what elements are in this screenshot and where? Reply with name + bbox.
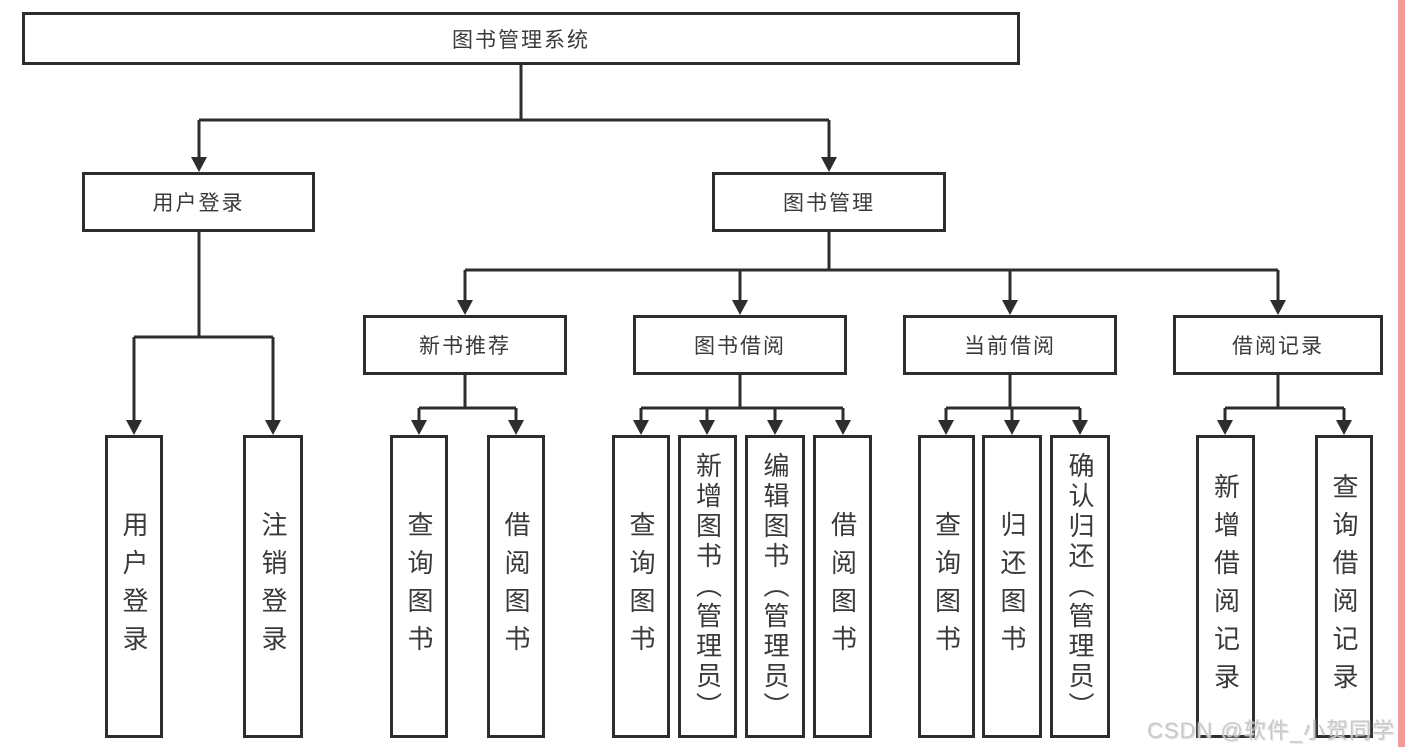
leaf-label: 借阅图书: [827, 510, 858, 663]
arrowhead-icon: [1270, 300, 1286, 315]
leaf-label: 借阅图书: [501, 510, 531, 663]
node-user-login: 用户登录: [82, 172, 315, 232]
arrowhead-icon: [411, 420, 427, 435]
edge-record-to-leaves: [1223, 375, 1346, 421]
leaf-user-login: 用户登录: [105, 435, 163, 738]
leaf-label: 查询图书: [626, 510, 656, 663]
node-book-borrow: 图书借阅: [633, 315, 847, 375]
node-label: 用户登录: [152, 192, 245, 215]
arrowhead-icon: [1336, 420, 1352, 435]
arrowhead-icon: [126, 420, 142, 435]
node-borrow-record: 借阅记录: [1173, 315, 1383, 375]
arrowhead-icon: [1004, 420, 1020, 435]
node-label: 当前借阅: [964, 335, 1056, 358]
csdn-watermark: CSDN @软件_小贺同学: [1146, 718, 1395, 743]
node-new-book-recommend: 新书推荐: [363, 315, 567, 375]
leaf-label: 归还图书: [997, 510, 1027, 663]
node-label: 新书推荐: [419, 335, 511, 358]
arrowhead-icon: [821, 157, 837, 172]
edge-borrow-to-leaves: [639, 375, 845, 421]
right-edge-strip: [1398, 0, 1405, 747]
arrowhead-icon: [508, 420, 524, 435]
node-book-management: 图书管理: [712, 172, 946, 232]
arrowhead-icon: [265, 420, 281, 435]
arrowhead-icon: [1217, 420, 1233, 435]
arrowhead-icon: [835, 420, 851, 435]
edge-userlogin-to-leaves: [132, 232, 275, 421]
leaf-label: 确认归还（管理员）: [1065, 451, 1095, 722]
node-current-borrow: 当前借阅: [903, 315, 1117, 375]
leaf-record-query-record: 查询借阅记录: [1315, 435, 1373, 738]
leaf-borrow-borrow-books: 借阅图书: [813, 435, 872, 738]
leaf-borrow-add-books-admin: 新增图书（管理员）: [678, 435, 737, 738]
leaf-borrow-query-books: 查询图书: [612, 435, 670, 738]
arrowhead-icon: [1002, 300, 1018, 315]
leaf-label: 编辑图书（管理员）: [760, 451, 790, 722]
edge-bookmgmt-to-level3: [463, 232, 1280, 301]
arrowhead-icon: [938, 420, 954, 435]
leaf-borrow-edit-books-admin: 编辑图书（管理员）: [745, 435, 805, 738]
arrowhead-icon: [1072, 420, 1088, 435]
arrowhead-icon: [457, 300, 473, 315]
arrowhead-icon: [191, 157, 207, 172]
leaf-label: 查询图书: [404, 510, 434, 663]
leaf-current-query-books: 查询图书: [918, 435, 975, 738]
arrowhead-icon: [633, 420, 649, 435]
edge-current-to-leaves: [944, 375, 1082, 421]
arrowhead-icon: [732, 300, 748, 315]
leaf-logout: 注销登录: [243, 435, 303, 738]
leaf-recommend-query-books: 查询图书: [390, 435, 448, 738]
leaf-current-confirm-return-admin: 确认归还（管理员）: [1050, 435, 1110, 738]
leaf-label: 新增借阅记录: [1210, 472, 1241, 701]
node-label: 图书管理: [783, 192, 875, 215]
arrowhead-icon: [699, 420, 715, 435]
node-label: 借阅记录: [1232, 335, 1324, 358]
edge-recommend-to-leaves: [417, 375, 518, 421]
leaf-label: 注销登录: [258, 510, 288, 663]
node-library-management-system: 图书管理系统: [22, 12, 1020, 65]
leaf-label: 查询借阅记录: [1329, 472, 1359, 701]
leaf-label: 新增图书（管理员）: [692, 451, 723, 722]
leaf-label: 用户登录: [119, 510, 149, 663]
leaf-record-add-record: 新增借阅记录: [1196, 435, 1255, 738]
leaf-label: 查询图书: [931, 510, 962, 663]
node-label: 图书借阅: [694, 335, 786, 358]
arrowhead-icon: [767, 420, 783, 435]
leaf-current-return-books: 归还图书: [982, 435, 1042, 738]
edge-root-to-level2: [197, 65, 831, 158]
node-label: 图书管理系统: [452, 28, 590, 52]
leaf-recommend-borrow-books: 借阅图书: [487, 435, 545, 738]
